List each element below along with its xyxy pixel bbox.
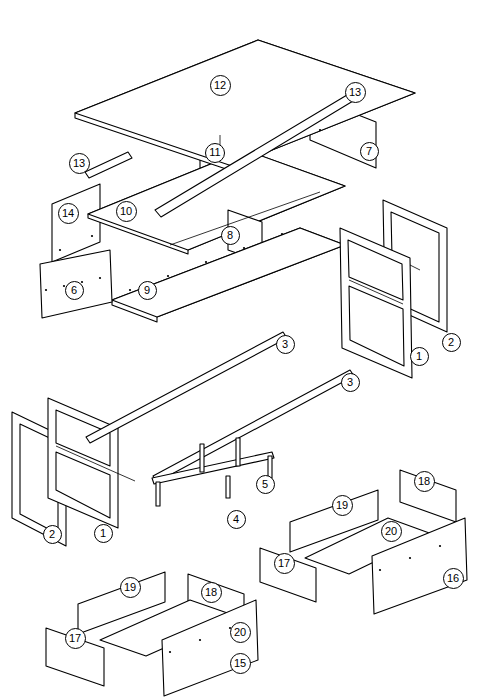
screw-hole <box>319 129 321 131</box>
bracket-post <box>156 482 160 506</box>
frame-inner <box>56 452 110 518</box>
callout-number: 1 <box>94 524 113 543</box>
detail-line <box>110 470 135 481</box>
screw-hole <box>129 289 131 291</box>
callout-number: 12 <box>210 75 231 96</box>
callout-number: 14 <box>58 203 79 224</box>
screw-hole <box>379 569 381 571</box>
callout-number: 9 <box>138 281 157 300</box>
detail-line <box>410 265 420 270</box>
callout-number: 3 <box>341 373 360 392</box>
screw-hole <box>409 557 411 559</box>
bracket-post <box>200 444 204 472</box>
callout-number: 16 <box>443 568 464 589</box>
detail-line <box>349 280 403 304</box>
frame-outer <box>48 398 118 528</box>
callout-number: 2 <box>442 333 461 352</box>
screw-hole <box>199 639 201 641</box>
frame-inner <box>349 286 404 366</box>
callout-number: 18 <box>201 582 222 603</box>
screw-hole <box>243 247 245 249</box>
top-panel <box>75 40 415 166</box>
callout-number: 5 <box>256 475 275 494</box>
callout-number: 17 <box>65 628 86 649</box>
callout-number: 11 <box>205 143 225 163</box>
callout-number: 19 <box>332 495 353 516</box>
drawer-back <box>400 470 456 522</box>
callout-number: 20 <box>381 521 402 542</box>
screw-hole <box>45 289 47 291</box>
screw-hole <box>81 281 83 283</box>
bracket-bar <box>152 452 274 484</box>
callout-number: 18 <box>414 471 435 492</box>
drawer-side <box>46 628 104 686</box>
detail-line <box>56 446 110 470</box>
side-panel <box>52 184 100 262</box>
screw-hole <box>439 545 441 547</box>
callout-number: 19 <box>120 577 141 598</box>
drawer-side <box>260 548 316 602</box>
callout-number: 2 <box>43 525 62 544</box>
screw-hole <box>281 233 283 235</box>
screw-hole <box>99 277 101 279</box>
drawer-front <box>372 518 467 614</box>
drawer-front <box>162 600 258 696</box>
screw-hole <box>167 275 169 277</box>
screw-hole <box>59 249 61 251</box>
frame-outer <box>340 228 412 378</box>
callout-number: 17 <box>274 553 295 574</box>
rail <box>153 370 354 482</box>
callout-number: 13 <box>345 82 366 103</box>
callout-number: 1 <box>410 347 429 366</box>
screw-hole <box>169 651 171 653</box>
detail-line <box>170 192 320 245</box>
callout-number: 8 <box>221 226 240 245</box>
callout-number: 13 <box>69 153 90 174</box>
callout-number: 4 <box>227 510 246 529</box>
callout-number: 20 <box>230 622 251 643</box>
screw-hole <box>91 235 93 237</box>
callout-number: 10 <box>116 201 137 222</box>
callout-number: 7 <box>360 142 379 161</box>
top-panel-edge <box>75 40 415 171</box>
bracket-post <box>236 438 240 466</box>
rail <box>85 152 132 178</box>
callout-number: 15 <box>230 653 251 674</box>
screw-hole <box>205 261 207 263</box>
front-panel <box>40 250 112 318</box>
callout-number: 6 <box>65 281 84 300</box>
rail <box>155 92 358 217</box>
callout-number: 3 <box>276 335 295 354</box>
bracket-post <box>226 476 230 498</box>
